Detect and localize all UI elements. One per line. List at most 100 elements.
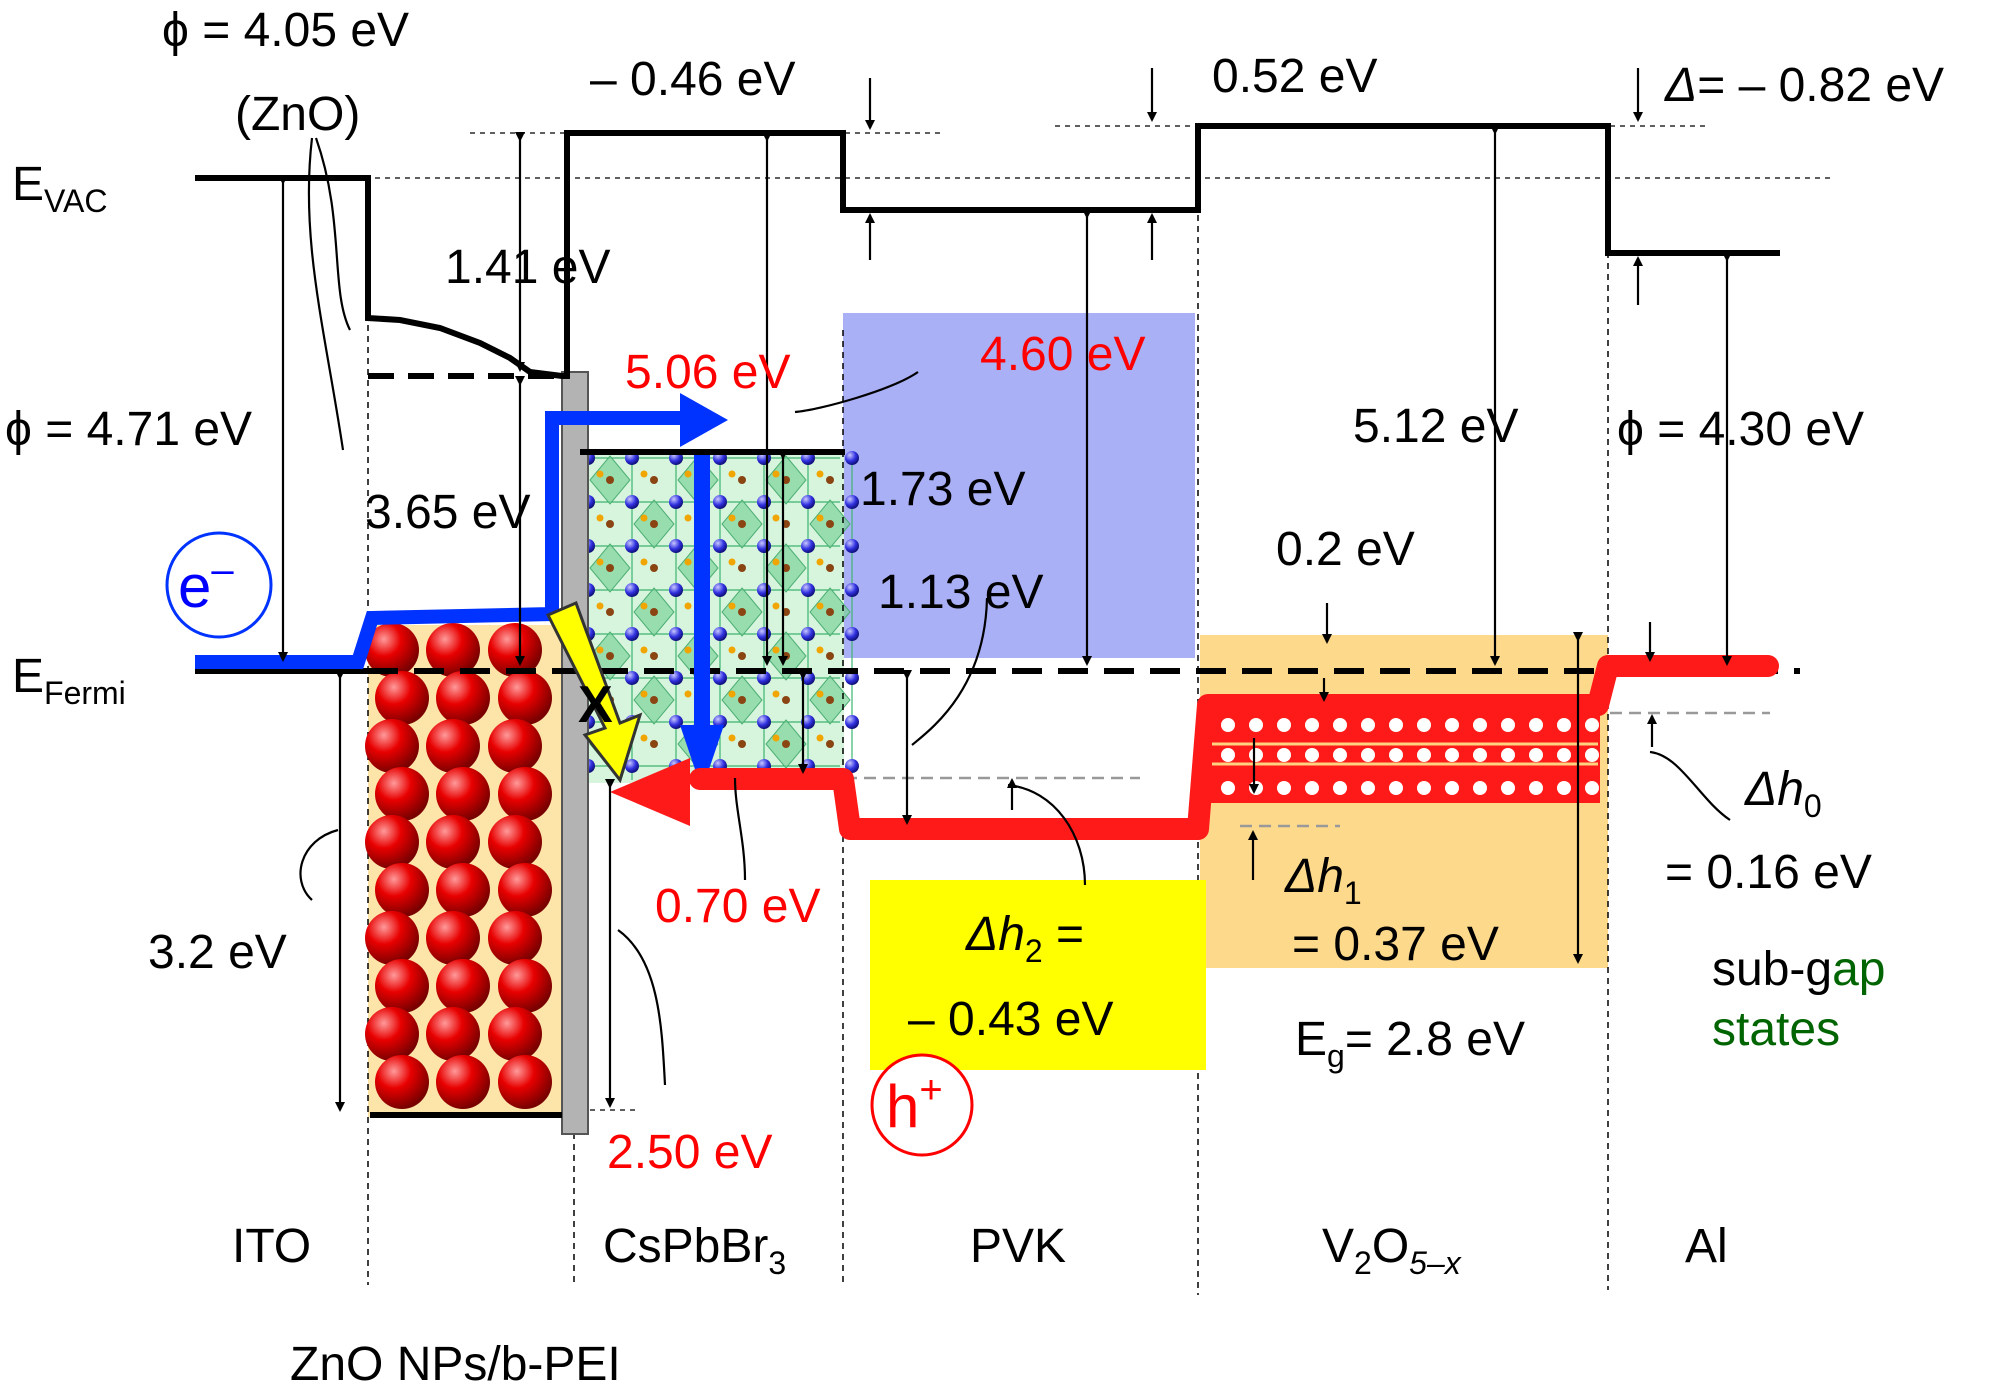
efermi-label: EFermi bbox=[12, 650, 126, 711]
lattice-atom bbox=[625, 671, 639, 685]
defect-state-dot bbox=[1305, 748, 1319, 762]
val-32: 3.2 eV bbox=[148, 926, 287, 979]
zno-nanoparticle bbox=[436, 863, 490, 917]
defect-state-dot bbox=[1501, 718, 1515, 732]
defect-state-dot bbox=[1389, 748, 1403, 762]
zno-nanoparticle bbox=[375, 671, 429, 725]
lattice-atom bbox=[845, 715, 859, 729]
electron-drop-head bbox=[680, 725, 724, 790]
zno-nanoparticle bbox=[488, 1007, 542, 1061]
defect-state-dot bbox=[1333, 718, 1347, 732]
val-460: 4.60 eV bbox=[980, 328, 1145, 381]
defect-state-dot bbox=[1277, 748, 1291, 762]
dh0-value: = 0.16 eV bbox=[1665, 846, 1872, 899]
zno-nanoparticle bbox=[365, 623, 419, 677]
zno-nanoparticle bbox=[375, 959, 429, 1013]
hole-arrowhead bbox=[610, 758, 690, 826]
zno-nanoparticle bbox=[498, 863, 552, 917]
v2o5-defect-states bbox=[1221, 718, 1599, 795]
lattice-atom bbox=[801, 495, 815, 509]
lattice-atom bbox=[757, 627, 771, 641]
zno-nanoparticle bbox=[365, 1007, 419, 1061]
measurement-arrows bbox=[278, 68, 1732, 1112]
zno-nanoparticle bbox=[365, 911, 419, 965]
defect-state-dot bbox=[1221, 781, 1235, 795]
dh2-label: Δh2 = bbox=[965, 908, 1084, 969]
lattice-atom bbox=[845, 671, 859, 685]
zno-nanoparticle bbox=[426, 1007, 480, 1061]
electron-symbol: e– bbox=[178, 548, 234, 620]
zno-nanoparticle bbox=[365, 719, 419, 773]
lattice-atom bbox=[801, 539, 815, 553]
defect-state-dot bbox=[1389, 718, 1403, 732]
leader-lines bbox=[299, 137, 1731, 1086]
phi-zno: ϕ = 4.05 eV bbox=[162, 4, 409, 57]
lattice-atom bbox=[669, 495, 683, 509]
lattice-atom bbox=[801, 627, 815, 641]
defect-state-dot bbox=[1221, 718, 1235, 732]
pvk-band-region bbox=[843, 313, 1195, 658]
zno-nanoparticle bbox=[426, 623, 480, 677]
zno-paren: (ZnO) bbox=[235, 88, 360, 141]
zno-nanoparticle bbox=[436, 959, 490, 1013]
zno-nanoparticle bbox=[488, 815, 542, 869]
defect-state-dot bbox=[1305, 718, 1319, 732]
lattice-atom bbox=[713, 495, 727, 509]
blocked-x: X bbox=[578, 676, 613, 734]
vacuum-level bbox=[195, 123, 1780, 379]
defect-state-dot bbox=[1557, 748, 1571, 762]
eg-label: Eg= 2.8 eV bbox=[1295, 1013, 1525, 1074]
defect-state-dot bbox=[1249, 781, 1263, 795]
defect-state-dot bbox=[1501, 748, 1515, 762]
electron-arrowhead bbox=[680, 393, 728, 447]
defect-state-dot bbox=[1501, 781, 1515, 795]
defect-state-dot bbox=[1445, 718, 1459, 732]
lattice-atom bbox=[713, 539, 727, 553]
defect-state-dot bbox=[1249, 748, 1263, 762]
zno-nanoparticle bbox=[375, 1055, 429, 1109]
pei-bar bbox=[561, 371, 589, 1135]
lattice-atom bbox=[757, 495, 771, 509]
defect-state-dot bbox=[1473, 718, 1487, 732]
lattice-atom bbox=[713, 583, 727, 597]
subgap-label: sub-gap bbox=[1712, 943, 1885, 996]
lattice-atom bbox=[669, 583, 683, 597]
val-506: 5.06 eV bbox=[625, 346, 790, 399]
zno-nanoparticle bbox=[488, 719, 542, 773]
zno-nanoparticle bbox=[426, 815, 480, 869]
zno-nanoparticle bbox=[365, 815, 419, 869]
defect-state-dot bbox=[1473, 748, 1487, 762]
defect-state-dot bbox=[1221, 748, 1235, 762]
lattice-atom bbox=[757, 583, 771, 597]
zno-nanoparticle bbox=[436, 671, 490, 725]
lattice-atom bbox=[845, 627, 859, 641]
lattice-atom bbox=[625, 583, 639, 597]
dh0-label: Δh0 bbox=[1744, 763, 1822, 824]
layer-pvk: PVK bbox=[970, 1220, 1066, 1273]
zno-nanoparticle bbox=[375, 767, 429, 821]
lattice-atom bbox=[757, 539, 771, 553]
defect-state-dot bbox=[1417, 718, 1431, 732]
zno-nanoparticle bbox=[498, 767, 552, 821]
defect-state-dot bbox=[1305, 781, 1319, 795]
defect-state-dot bbox=[1277, 781, 1291, 795]
lattice-atom bbox=[625, 539, 639, 553]
zno-nanoparticle bbox=[436, 767, 490, 821]
layer-cspbbr3: CsPbBr3 bbox=[603, 1220, 786, 1281]
delta-al: Δ= – 0.82 eV bbox=[1664, 59, 1944, 112]
defect-state-dot bbox=[1277, 718, 1291, 732]
pei-shift: – 0.46 eV bbox=[590, 53, 796, 106]
v2o5-shift: 0.52 eV bbox=[1212, 50, 1377, 103]
gray-reference-lines bbox=[845, 711, 1770, 828]
dh1-value: = 0.37 eV bbox=[1292, 918, 1499, 971]
lattice-atom bbox=[669, 627, 683, 641]
lattice-atom bbox=[669, 539, 683, 553]
hole-symbol: h+ bbox=[886, 1068, 943, 1140]
defect-state-dot bbox=[1585, 781, 1599, 795]
dh2-box bbox=[870, 880, 1206, 1070]
subgap-label-2: states bbox=[1712, 1003, 1840, 1056]
layer-ito: ITO bbox=[232, 1220, 311, 1273]
defect-state-dot bbox=[1361, 748, 1375, 762]
val-250: 2.50 eV bbox=[607, 1126, 772, 1179]
val-02: 0.2 eV bbox=[1276, 523, 1415, 576]
